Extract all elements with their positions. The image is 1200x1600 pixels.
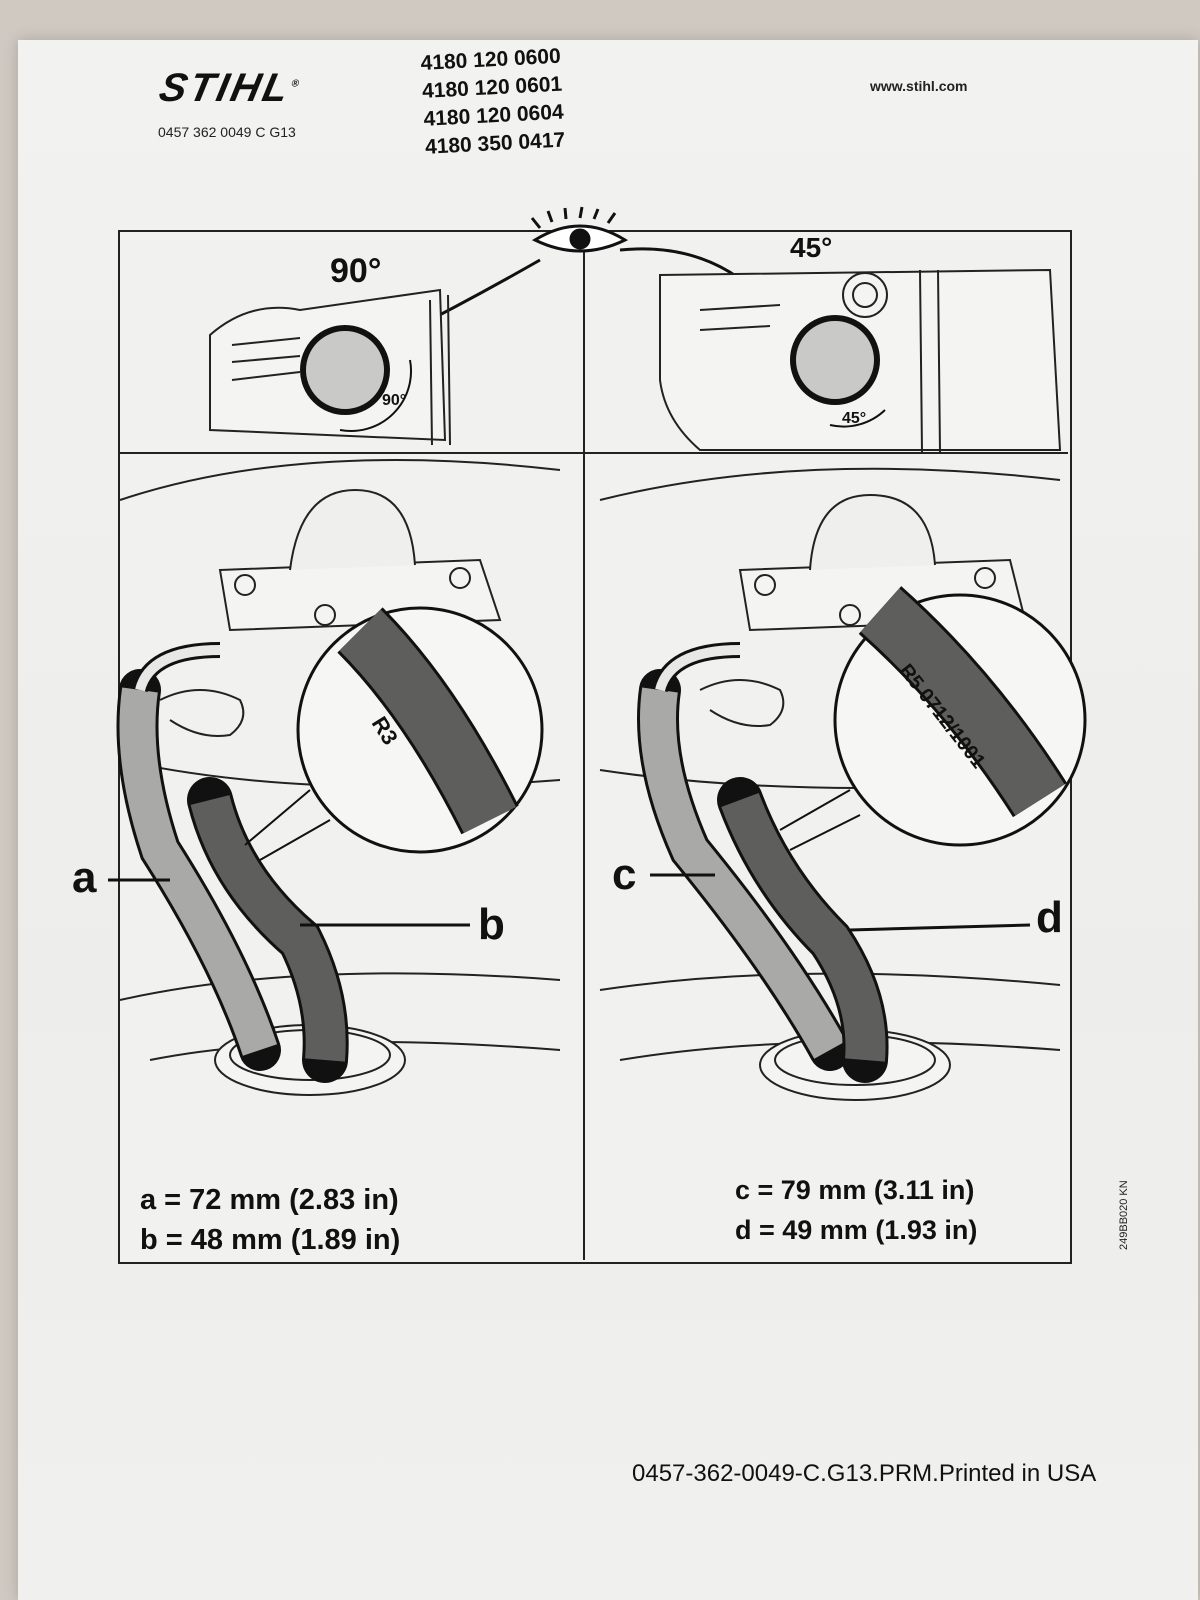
callout-b: b <box>478 900 505 949</box>
callout-d: d <box>1036 893 1063 942</box>
right-hose-bend-fill <box>655 645 741 692</box>
left-magnifier-pointer <box>244 789 331 861</box>
left-section-line <box>120 452 583 454</box>
side-code: 249BB020 KN <box>1118 1180 1130 1250</box>
left-measurements: a = 72 mm (2.83 in) b = 48 mm (1.89 in) <box>140 1180 400 1260</box>
measure-b: b = 48 mm (1.89 in) <box>140 1224 401 1256</box>
hose-d <box>721 792 886 1062</box>
right-angle-title: 45° <box>790 232 833 263</box>
document-code: 0457 362 0049 C G13 <box>158 124 296 140</box>
panel-divider <box>583 232 585 1260</box>
hose-c <box>640 687 846 1059</box>
left-hose-bend-fill <box>135 645 221 692</box>
measure-a: a = 72 mm (2.83 in) <box>140 1184 399 1216</box>
measure-c: c = 79 mm (3.11 in) <box>735 1175 975 1205</box>
left-angle-label: 90° <box>382 392 407 409</box>
callout-a: a <box>72 853 97 902</box>
right-magnifier-pointer <box>779 789 861 851</box>
measure-d: d = 49 mm (1.93 in) <box>735 1215 978 1245</box>
right-magnified-hose <box>860 588 1065 816</box>
right-measurements: c = 79 mm (3.11 in) d = 49 mm (1.93 in) <box>735 1170 977 1250</box>
left-magnified-hose <box>339 609 516 833</box>
left-angle-title: 90° <box>330 252 382 290</box>
callout-c: c <box>612 850 637 899</box>
right-angle-label: 45° <box>842 410 867 427</box>
right-section-line <box>585 452 1068 454</box>
footer-print-code: 0457-362-0049-C.G13.PRM.Printed in USA <box>632 1460 1097 1487</box>
left-top-detail <box>209 288 451 446</box>
leader-line-d <box>849 923 1031 932</box>
hose-a <box>119 687 278 1056</box>
hose-b <box>190 794 346 1062</box>
website-url: www.stihl.com <box>870 78 968 94</box>
right-top-detail <box>659 268 1062 453</box>
eye-icon <box>530 206 629 253</box>
